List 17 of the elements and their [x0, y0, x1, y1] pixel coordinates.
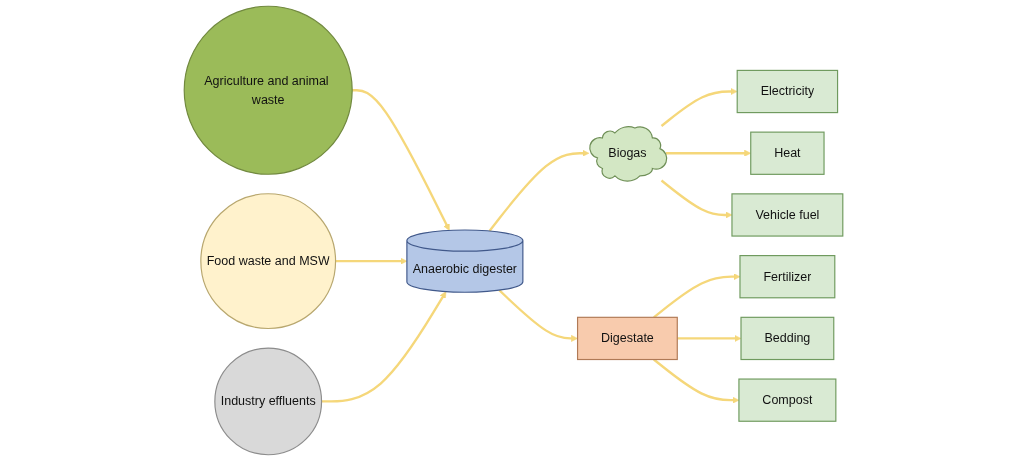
arrow: [498, 289, 578, 342]
arrow: [660, 88, 738, 127]
node-box: Bedding: [740, 316, 835, 361]
node-box: Heat: [750, 131, 825, 175]
node-box: Digestate: [577, 316, 678, 361]
arrow: [677, 335, 742, 342]
arrow: [488, 149, 590, 232]
arrow: [321, 291, 447, 403]
node-circle: Food waste and MSW: [200, 193, 337, 330]
node-box: Vehicle fuel: [731, 193, 844, 237]
node-box: Electricity: [736, 69, 839, 114]
node-box: Fertilizer: [739, 255, 836, 299]
node-box: Compost: [738, 378, 837, 422]
arrow: [352, 89, 450, 231]
node-circle: Industry effluents: [214, 347, 323, 456]
arrow: [335, 257, 408, 265]
node-circle: Agriculture and animal waste: [183, 5, 353, 175]
